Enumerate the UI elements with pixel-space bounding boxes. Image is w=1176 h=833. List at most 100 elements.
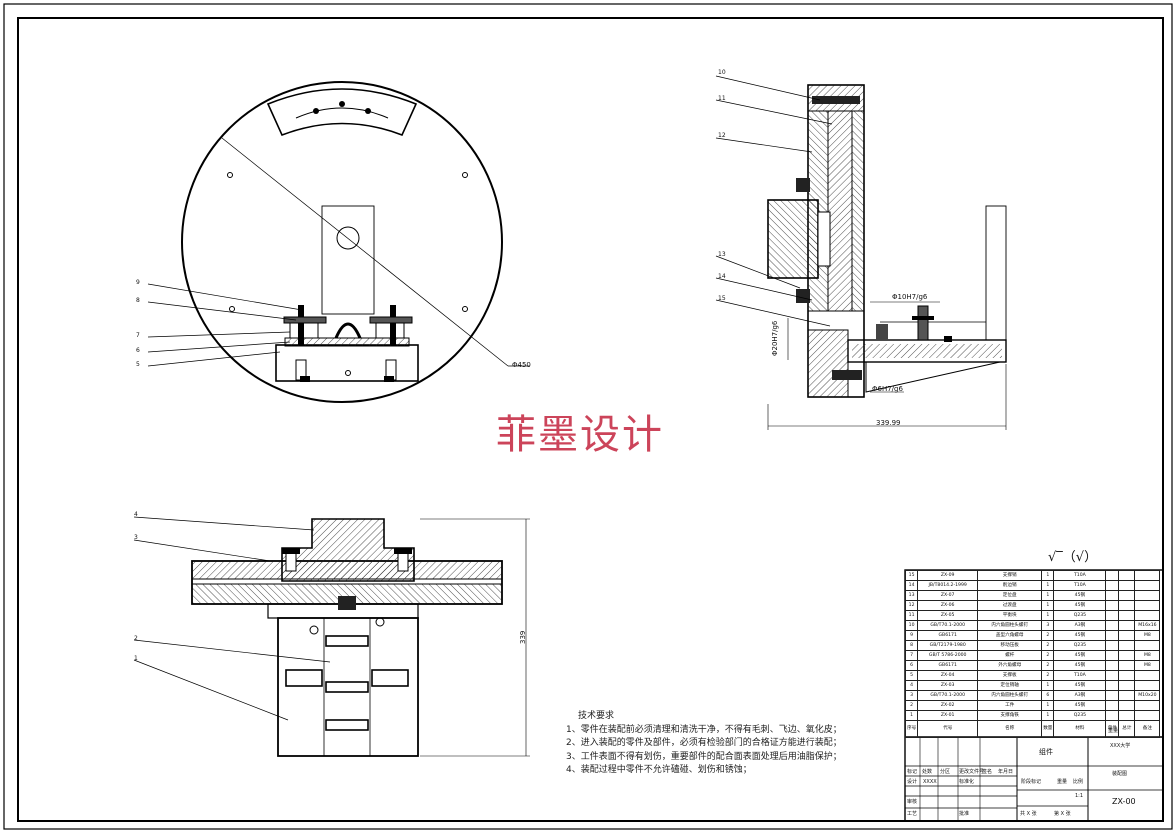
bom-cell: 支撑板 [977, 670, 1043, 681]
bom-cell: 2 [1041, 650, 1055, 661]
bom-cell: ZX-05 [917, 610, 979, 621]
bom-cell: ZX-02 [917, 700, 979, 711]
bom-cell: 11 [904, 610, 919, 621]
bom-cell: ZX-04 [917, 670, 979, 681]
bom-cell [1118, 670, 1136, 681]
bom-cell: 12 [904, 600, 919, 611]
bom-cell: 9 [904, 630, 919, 641]
bom-cell [1134, 580, 1161, 591]
bom-header-cell: 材料 [1053, 720, 1107, 738]
bom-weight-label: 重量 [1108, 728, 1119, 734]
bom-cell: 10 [904, 620, 919, 631]
bom-cell: 1 [1041, 600, 1055, 611]
bom-cell: M8 [1134, 660, 1161, 671]
tb-sign-label: 签名 [982, 769, 993, 775]
bom-cell: GB6171 [917, 630, 979, 641]
bom-cell [1105, 670, 1120, 681]
bom-cell [1134, 590, 1161, 601]
tb-zone-label: 分区 [940, 769, 951, 775]
note-2: 2、进入装配的零件及部件，必须有检验部门的合格证方能进行装配； [566, 738, 842, 748]
bom-cell [1105, 660, 1120, 671]
bom-cell: 2 [1041, 630, 1055, 641]
leader-13: 13 [718, 251, 726, 258]
bom-cell: 3 [904, 690, 919, 701]
bom-cell: 过渡盘 [977, 600, 1043, 611]
leader-5: 5 [136, 361, 140, 368]
bom-header-cell: 单件 [1105, 720, 1120, 738]
tb-scale: 1:1 [1075, 793, 1084, 799]
tb-mark-label: 标记 [907, 769, 918, 775]
bom-cell: GB/T2179-1980 [917, 640, 979, 651]
bom-header-cell: 备注 [1134, 720, 1161, 738]
bom-cell [1105, 580, 1120, 591]
bom-cell [1105, 680, 1120, 691]
bom-cell: 平衡块 [977, 610, 1043, 621]
dim-fit-3: Φ6H7/g6 [872, 385, 903, 393]
bom-cell: 2 [1041, 660, 1055, 671]
bom-cell [1134, 670, 1161, 681]
bom-cell: 内六角圆柱头螺钉 [977, 620, 1043, 631]
bom-cell: GB/T 5786-2000 [917, 650, 979, 661]
tb-date-label: 年月日 [998, 769, 1014, 775]
bom-cell: M10x20 [1134, 690, 1161, 701]
bom-cell: M8 [1134, 650, 1161, 661]
bom-cell: Q235 [1053, 610, 1107, 621]
bom-cell [1118, 690, 1136, 701]
bom-cell: A3钢 [1053, 620, 1107, 631]
bom-cell: T10A [1053, 670, 1107, 681]
bom-cell: M16x16 [1134, 620, 1161, 631]
leader-1: 1 [134, 655, 138, 662]
bom-cell: 1 [1041, 710, 1055, 721]
tb-drawing-name: 装配图 [1112, 771, 1128, 777]
tb-sheet-b: 第 X 张 [1054, 811, 1071, 817]
bom-cell: ZX-06 [917, 600, 979, 611]
tb-doc-label: 更改文件号 [959, 769, 985, 775]
bom-cell: 14 [904, 580, 919, 591]
leader-4: 4 [134, 511, 138, 518]
bom-cell [1118, 680, 1136, 691]
bom-cell: ZX-03 [917, 680, 979, 691]
bom-header-cell: 序号 [904, 720, 919, 738]
bom-cell [1118, 590, 1136, 601]
bom-cell: 盖型六角螺母 [977, 630, 1043, 641]
bom-cell: 削边销 [977, 580, 1043, 591]
tb-design-value: XXXX [923, 779, 937, 785]
bom-cell [1105, 600, 1120, 611]
bom-cell [1105, 630, 1120, 641]
bom-cell: 45钢 [1053, 630, 1107, 641]
bom-cell [1118, 700, 1136, 711]
bom-cell: 外六角螺母 [977, 660, 1043, 671]
bom-cell [1118, 610, 1136, 621]
bom-cell: 支撑角铁 [977, 710, 1043, 721]
bom-header-cell: 名称 [977, 720, 1043, 738]
bom-cell [1105, 570, 1120, 581]
bom-cell: A3钢 [1053, 690, 1107, 701]
bom-cell: JB/T8014.2-1999 [917, 580, 979, 591]
dim-height: 339 [519, 630, 527, 644]
bom-cell: 45钢 [1053, 590, 1107, 601]
note-1: 1、零件在装配前必须清理和清洗干净，不得有毛刺、飞边、氧化皮； [566, 724, 842, 735]
bom-cell: 2 [1041, 640, 1055, 651]
bom-cell: T10A [1053, 580, 1107, 591]
bom-cell [1134, 680, 1161, 691]
bom-cell [1118, 600, 1136, 611]
leader-11: 11 [718, 95, 726, 102]
bom-cell: 4 [904, 680, 919, 691]
bom-cell: 7 [904, 650, 919, 661]
bom-cell: 移动压板 [977, 640, 1043, 651]
bom-cell: 1 [1041, 610, 1055, 621]
leader-12: 12 [718, 132, 726, 139]
leader-14: 14 [718, 273, 726, 280]
bom-cell: M8 [1134, 630, 1161, 641]
